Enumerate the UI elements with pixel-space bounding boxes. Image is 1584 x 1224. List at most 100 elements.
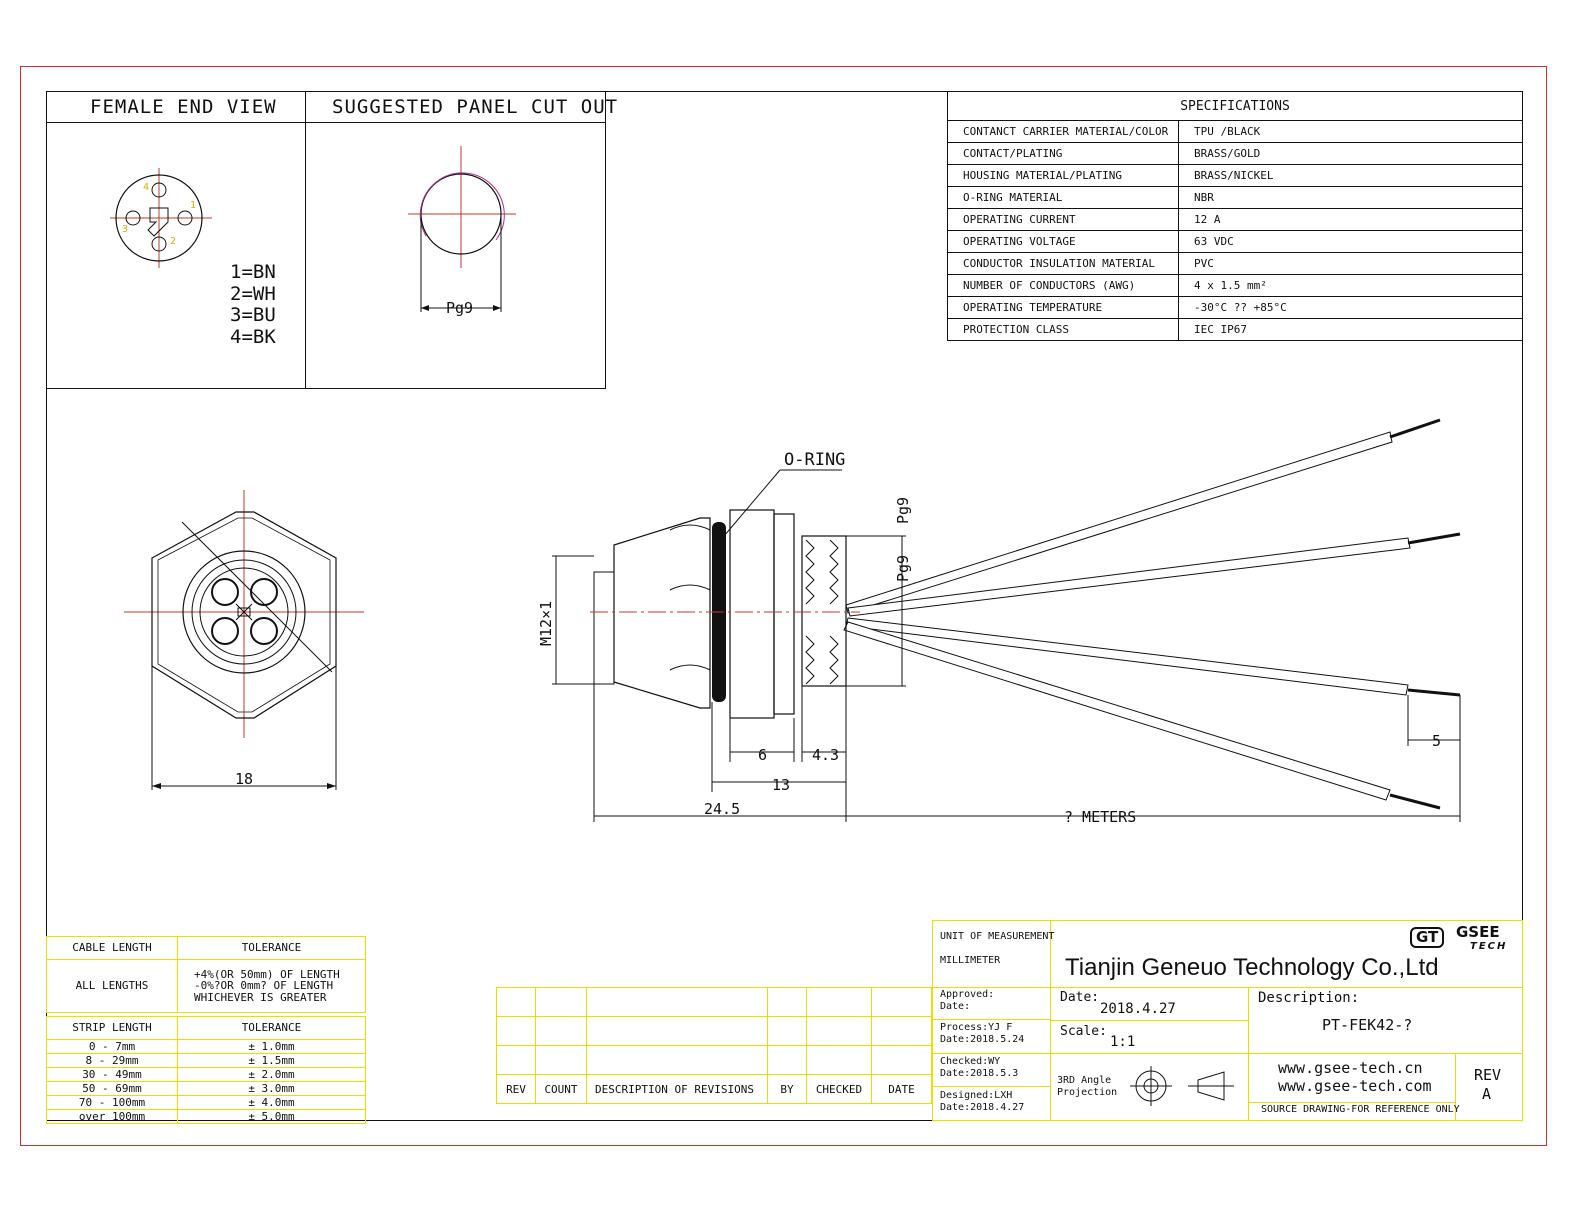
hex-front-view: 18 xyxy=(124,490,364,790)
website-cn[interactable]: www.gsee-tech.cn xyxy=(1278,1059,1423,1077)
rev-label: REV xyxy=(1474,1066,1502,1084)
spec-label: PROTECTION CLASS xyxy=(947,318,1179,341)
pin-2 xyxy=(151,236,167,252)
spec-label: HOUSING MATERIAL/PLATING xyxy=(947,164,1179,187)
description-value: PT-FEK42-? xyxy=(1322,1016,1413,1034)
date-label: Date: xyxy=(1060,990,1100,1005)
wire-1 xyxy=(845,431,1393,614)
wire-2-strip xyxy=(1407,532,1461,545)
outer-ring xyxy=(182,550,306,674)
strip-row: 70 - 100mm± 4.0mm xyxy=(46,1095,366,1110)
dim245-label: 24.5 xyxy=(704,800,740,818)
cutout-flat-arc xyxy=(419,172,505,241)
strip-range: 0 - 7mm xyxy=(46,1039,178,1054)
center-key xyxy=(235,603,253,621)
rev-value: A xyxy=(1482,1085,1492,1103)
tolerance-line: WHICHEVER IS GREATER xyxy=(194,990,327,1004)
contact-3 xyxy=(211,617,239,645)
logo-tech: TECH xyxy=(1470,941,1508,952)
panel-cutout-title: SUGGESTED PANEL CUT OUT xyxy=(332,96,619,118)
strip-tol: ± 1.5mm xyxy=(177,1053,366,1068)
spec-row: OPERATING TEMPERATURE-30°C ?? +85°C xyxy=(947,296,1523,319)
spec-label: CONTACT/PLATING xyxy=(947,142,1179,165)
process-label: Process:YJ F xyxy=(940,1022,1013,1033)
socket-front xyxy=(593,571,615,685)
thread-pattern-bottom xyxy=(805,635,839,685)
wire-4-strip xyxy=(1389,793,1441,810)
cutout-pg9-label: Pg9 xyxy=(446,299,473,317)
strip-range: 70 - 100mm xyxy=(46,1095,178,1110)
pg9-side-label: Pg9 xyxy=(894,555,912,582)
wire-2 xyxy=(847,537,1411,617)
oring-leader xyxy=(723,469,781,537)
spec-label: OPERATING CURRENT xyxy=(947,208,1179,231)
spec-value: TPU /BLACK xyxy=(1178,120,1523,143)
specifications-title: SPECIFICATIONS xyxy=(947,91,1523,121)
m12-label: M12×1 xyxy=(537,601,555,646)
housing-circle xyxy=(115,174,203,262)
logo-gsee: GSEE xyxy=(1456,923,1500,941)
checked-label: Checked:WY xyxy=(940,1056,1001,1067)
tolerance-line: -0%?OR 0mm? OF LENGTH xyxy=(194,979,334,993)
contact-2 xyxy=(250,578,278,606)
view-header-divider xyxy=(46,122,606,123)
wire-3-strip xyxy=(1407,688,1461,697)
drawing-border xyxy=(46,91,1523,1121)
strip-tolerance-header: TOLERANCE xyxy=(177,1016,366,1040)
hex-diag-dim xyxy=(181,521,333,673)
projection-label: 3RD Angle xyxy=(1057,1075,1112,1086)
spec-value: 12 A xyxy=(1178,208,1523,231)
strip-range: 30 - 49mm xyxy=(46,1067,178,1082)
logo-gt: GT xyxy=(1410,927,1445,948)
pin-label-1: 1 xyxy=(190,200,196,211)
contact-1 xyxy=(211,578,239,606)
date-col: DATE xyxy=(871,1074,932,1104)
pg9-thread xyxy=(801,535,847,687)
strip-tol: ± 4.0mm xyxy=(177,1095,366,1110)
dim6-label: 6 xyxy=(758,746,767,764)
strip-row: 8 - 29mm± 1.5mm xyxy=(46,1053,366,1068)
wire-color-1: 1=BN xyxy=(230,261,276,283)
wire-4 xyxy=(843,621,1391,801)
strip-tol: ± 2.0mm xyxy=(177,1067,366,1082)
designed-date: Date:2018.4.27 xyxy=(940,1102,1025,1113)
designed-label: Designed:LXH xyxy=(940,1090,1013,1101)
by-col: BY xyxy=(767,1074,807,1104)
third-angle-symbol xyxy=(1130,1066,1234,1106)
strip-tol: ± 3.0mm xyxy=(177,1081,366,1096)
tb-divider xyxy=(932,1019,1050,1020)
hex-width-label: 18 xyxy=(235,770,253,788)
website-com[interactable]: www.gsee-tech.com xyxy=(1278,1077,1432,1095)
approved-label: Approved: xyxy=(940,989,995,1000)
scale-value: 1:1 xyxy=(1110,1034,1136,1050)
tb-divider xyxy=(1455,1053,1456,1121)
spec-value: -30°C ?? +85°C xyxy=(1178,296,1523,319)
hex-inner-outline xyxy=(157,517,331,713)
socket-body xyxy=(613,517,711,709)
strip-tol: ± 1.0mm xyxy=(177,1039,366,1054)
projection-cone xyxy=(1197,1071,1225,1101)
length-label: ? METERS xyxy=(1064,808,1136,826)
strip-range: 50 - 69mm xyxy=(46,1081,178,1096)
tb-divider xyxy=(1050,1020,1248,1021)
dim13-label: 13 xyxy=(772,776,790,794)
projection-label-2: Projection xyxy=(1057,1087,1118,1098)
tb-divider xyxy=(932,1086,1050,1087)
spec-label: NUMBER OF CONDUCTORS (AWG) xyxy=(947,274,1179,297)
spec-value: IEC IP67 xyxy=(1178,318,1523,341)
pin-1 xyxy=(177,210,193,226)
wire-1-strip xyxy=(1389,418,1441,439)
inner-ring xyxy=(199,567,289,657)
strip-row: 50 - 69mm± 3.0mm xyxy=(46,1081,366,1096)
description-label: Description: xyxy=(1258,990,1360,1006)
pin-label-4: 4 xyxy=(143,182,149,193)
cable-length-header: CABLE LENGTH xyxy=(46,936,178,960)
